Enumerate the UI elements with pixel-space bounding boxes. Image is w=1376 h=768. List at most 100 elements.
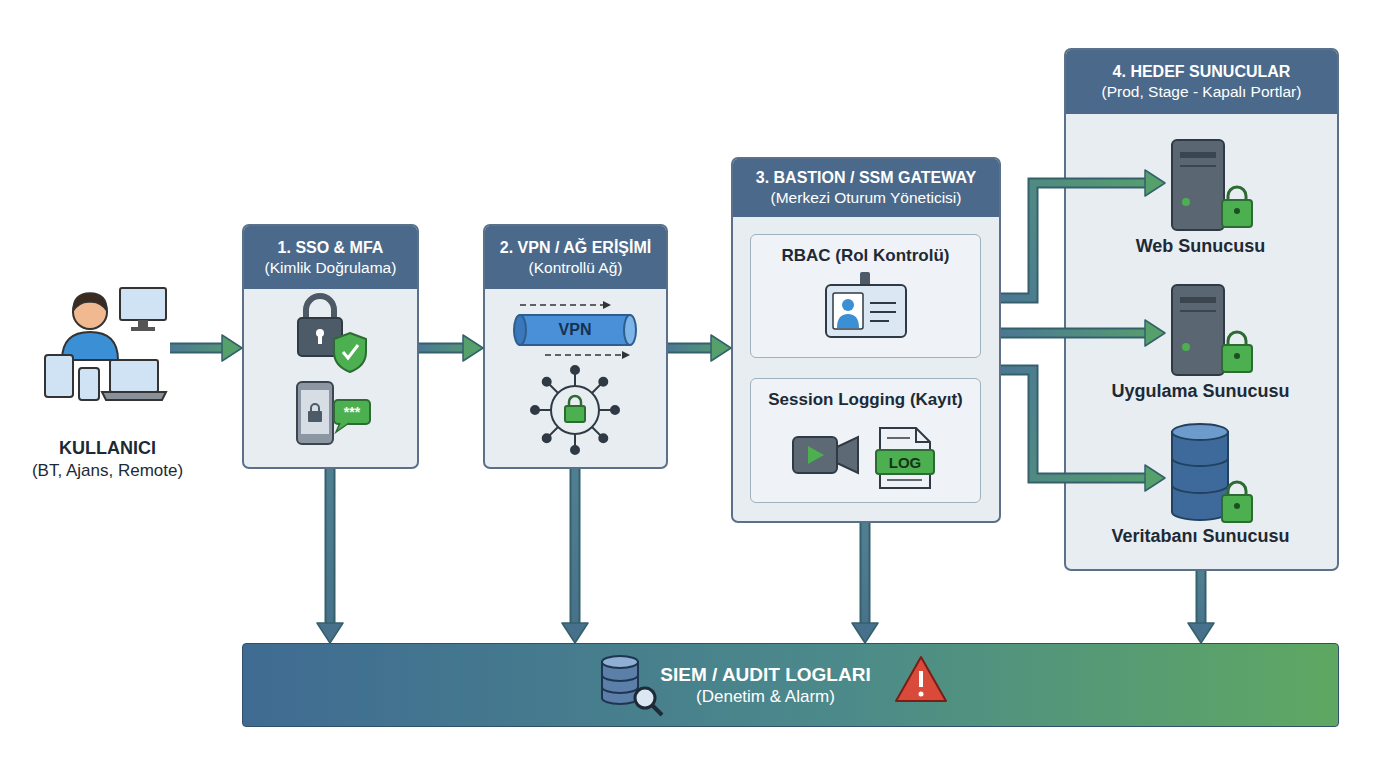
video-camera-icon-part	[793, 437, 837, 473]
app-server-icon-part	[1180, 297, 1216, 303]
arrow-outline	[170, 343, 225, 354]
id-badge-icon-part	[842, 299, 854, 311]
server-group-box: 4. HEDEF SUNUCULAR(Prod, Stage - Kapalı …	[1064, 48, 1339, 571]
node-title: 3. BASTION / SSM GATEWAY	[756, 168, 976, 188]
phone-icon-part	[297, 382, 333, 444]
panel-header: 3. BASTION / SSM GATEWAY(Merkezi Oturum …	[733, 159, 999, 217]
node-subtitle: (Merkezi Oturum Yöneticisi)	[771, 188, 962, 207]
arrow-head	[711, 335, 731, 361]
vpn-tunnel-icon-part	[520, 315, 630, 345]
node-title: Veritabanı Sunucusu	[1111, 525, 1289, 548]
siem-database-icon-part	[602, 675, 638, 681]
lock-icon-part	[306, 296, 334, 322]
phone-icon	[297, 382, 370, 444]
arrow-outline	[860, 523, 871, 626]
feature-box: RBAC (Rol Kontrolü)	[750, 234, 981, 358]
log-file-icon	[876, 428, 934, 488]
app-server-icon-part	[1172, 285, 1224, 375]
caption-holder: Veritabanı Sunucusu	[1111, 525, 1289, 548]
node-title: Session Logging (Kayıt)	[757, 389, 974, 410]
video-camera-icon-part	[808, 446, 824, 464]
password-mask: ***	[344, 404, 360, 420]
user-illustration-part	[120, 288, 166, 320]
user-illustration-part	[110, 360, 158, 392]
flow-arrow	[852, 523, 878, 643]
flow-arrow	[562, 469, 588, 643]
arrow-outline	[1196, 571, 1207, 626]
web-server-icon-part	[1180, 152, 1216, 158]
arrow-outline	[1001, 370, 1148, 478]
network-lock-icon-part	[548, 383, 558, 393]
network-lock-icon-part	[611, 406, 619, 414]
id-badge-icon-part	[826, 285, 906, 337]
network-lock-icon-part	[537, 409, 551, 411]
user-illustration	[45, 288, 166, 400]
process-box: 1. SSO & MFA(Kimlik Doğrulama)	[242, 224, 419, 469]
vpn-tunnel-icon-part	[624, 315, 636, 345]
network-lock-icon-part	[569, 396, 581, 407]
flow-arrow	[1001, 320, 1165, 346]
app-server-icon-part	[1222, 345, 1252, 372]
caption-holder: KULLANICI(BT, Ajans, Remote)	[32, 437, 183, 481]
network-lock-icon-part	[548, 427, 558, 437]
vpn-tunnel-icon-part	[514, 315, 526, 345]
app-server-icon-part	[1180, 310, 1216, 312]
arrow-head	[222, 335, 242, 361]
video-camera-icon-part	[837, 437, 858, 473]
arrow-shaft	[170, 345, 225, 352]
user-illustration-part	[62, 332, 118, 360]
siem-database-icon-part	[602, 656, 638, 668]
arrow-outline	[668, 343, 714, 354]
caption-holder: Uygulama Sunucusu	[1111, 380, 1289, 403]
network-lock-icon-part	[565, 406, 585, 422]
siem-database-icon	[602, 656, 662, 715]
warning-icon-part	[919, 692, 924, 697]
node-title: Uygulama Sunucusu	[1111, 380, 1289, 403]
web-server-icon-part	[1222, 200, 1252, 227]
network-lock-icon-part	[551, 386, 599, 434]
database-node: Veritabanı Sunucusu	[1165, 425, 1260, 523]
network-lock-icon-part	[599, 378, 607, 386]
arrow-outline	[419, 343, 466, 354]
web-server-icon-part	[1182, 198, 1190, 206]
network-lock-icon-part	[571, 366, 579, 374]
id-badge-icon-part	[870, 311, 896, 313]
database-server-icon-part	[1222, 495, 1252, 522]
network-lock-icon-part	[571, 446, 579, 454]
arrow-shaft	[668, 345, 714, 352]
app-server-icon	[1172, 285, 1252, 375]
network-lock-icon-part	[592, 383, 602, 393]
log-file-icon-part	[880, 428, 930, 488]
phone-icon-part	[334, 400, 370, 424]
id-badge-icon-part	[870, 302, 896, 304]
node-title: 4. HEDEF SUNUCULAR	[1113, 62, 1291, 82]
id-badge-icon-part	[833, 293, 863, 329]
video-camera-icon	[793, 437, 858, 473]
log-file-icon-part	[887, 479, 922, 481]
database-server-icon-part	[1172, 432, 1228, 520]
flow-arrow	[1001, 170, 1165, 298]
node-subtitle: (Kimlik Doğrulama)	[265, 258, 397, 277]
arrow-shaft	[1001, 330, 1148, 337]
user-illustration-part	[79, 368, 99, 400]
vpn-tunnel-icon	[514, 301, 636, 359]
node-title: RBAC (Rol Kontrolü)	[757, 245, 974, 266]
vpn-tunnel-icon-part	[622, 351, 630, 359]
phone-icon-part	[301, 390, 329, 434]
siem-database-icon-part	[602, 687, 638, 693]
shield-icon-part	[334, 333, 366, 372]
shield-icon-part	[343, 345, 358, 358]
panel-header: 2. VPN / AĞ ERİŞİMİ(Kontrollü Ağ)	[485, 226, 666, 289]
network-lock-icon-part	[592, 427, 602, 437]
arrow-shaft	[419, 345, 466, 352]
phone-icon-part	[336, 423, 349, 432]
arrow-shaft	[327, 469, 334, 626]
arrow-head	[852, 623, 878, 643]
node-title: 1. SSO & MFA	[278, 238, 384, 258]
network-lock-icon	[531, 366, 619, 454]
warning-icon	[896, 657, 946, 701]
flow-arrow	[419, 335, 483, 361]
node-title: SIEM / AUDIT LOGLARI	[660, 663, 870, 687]
